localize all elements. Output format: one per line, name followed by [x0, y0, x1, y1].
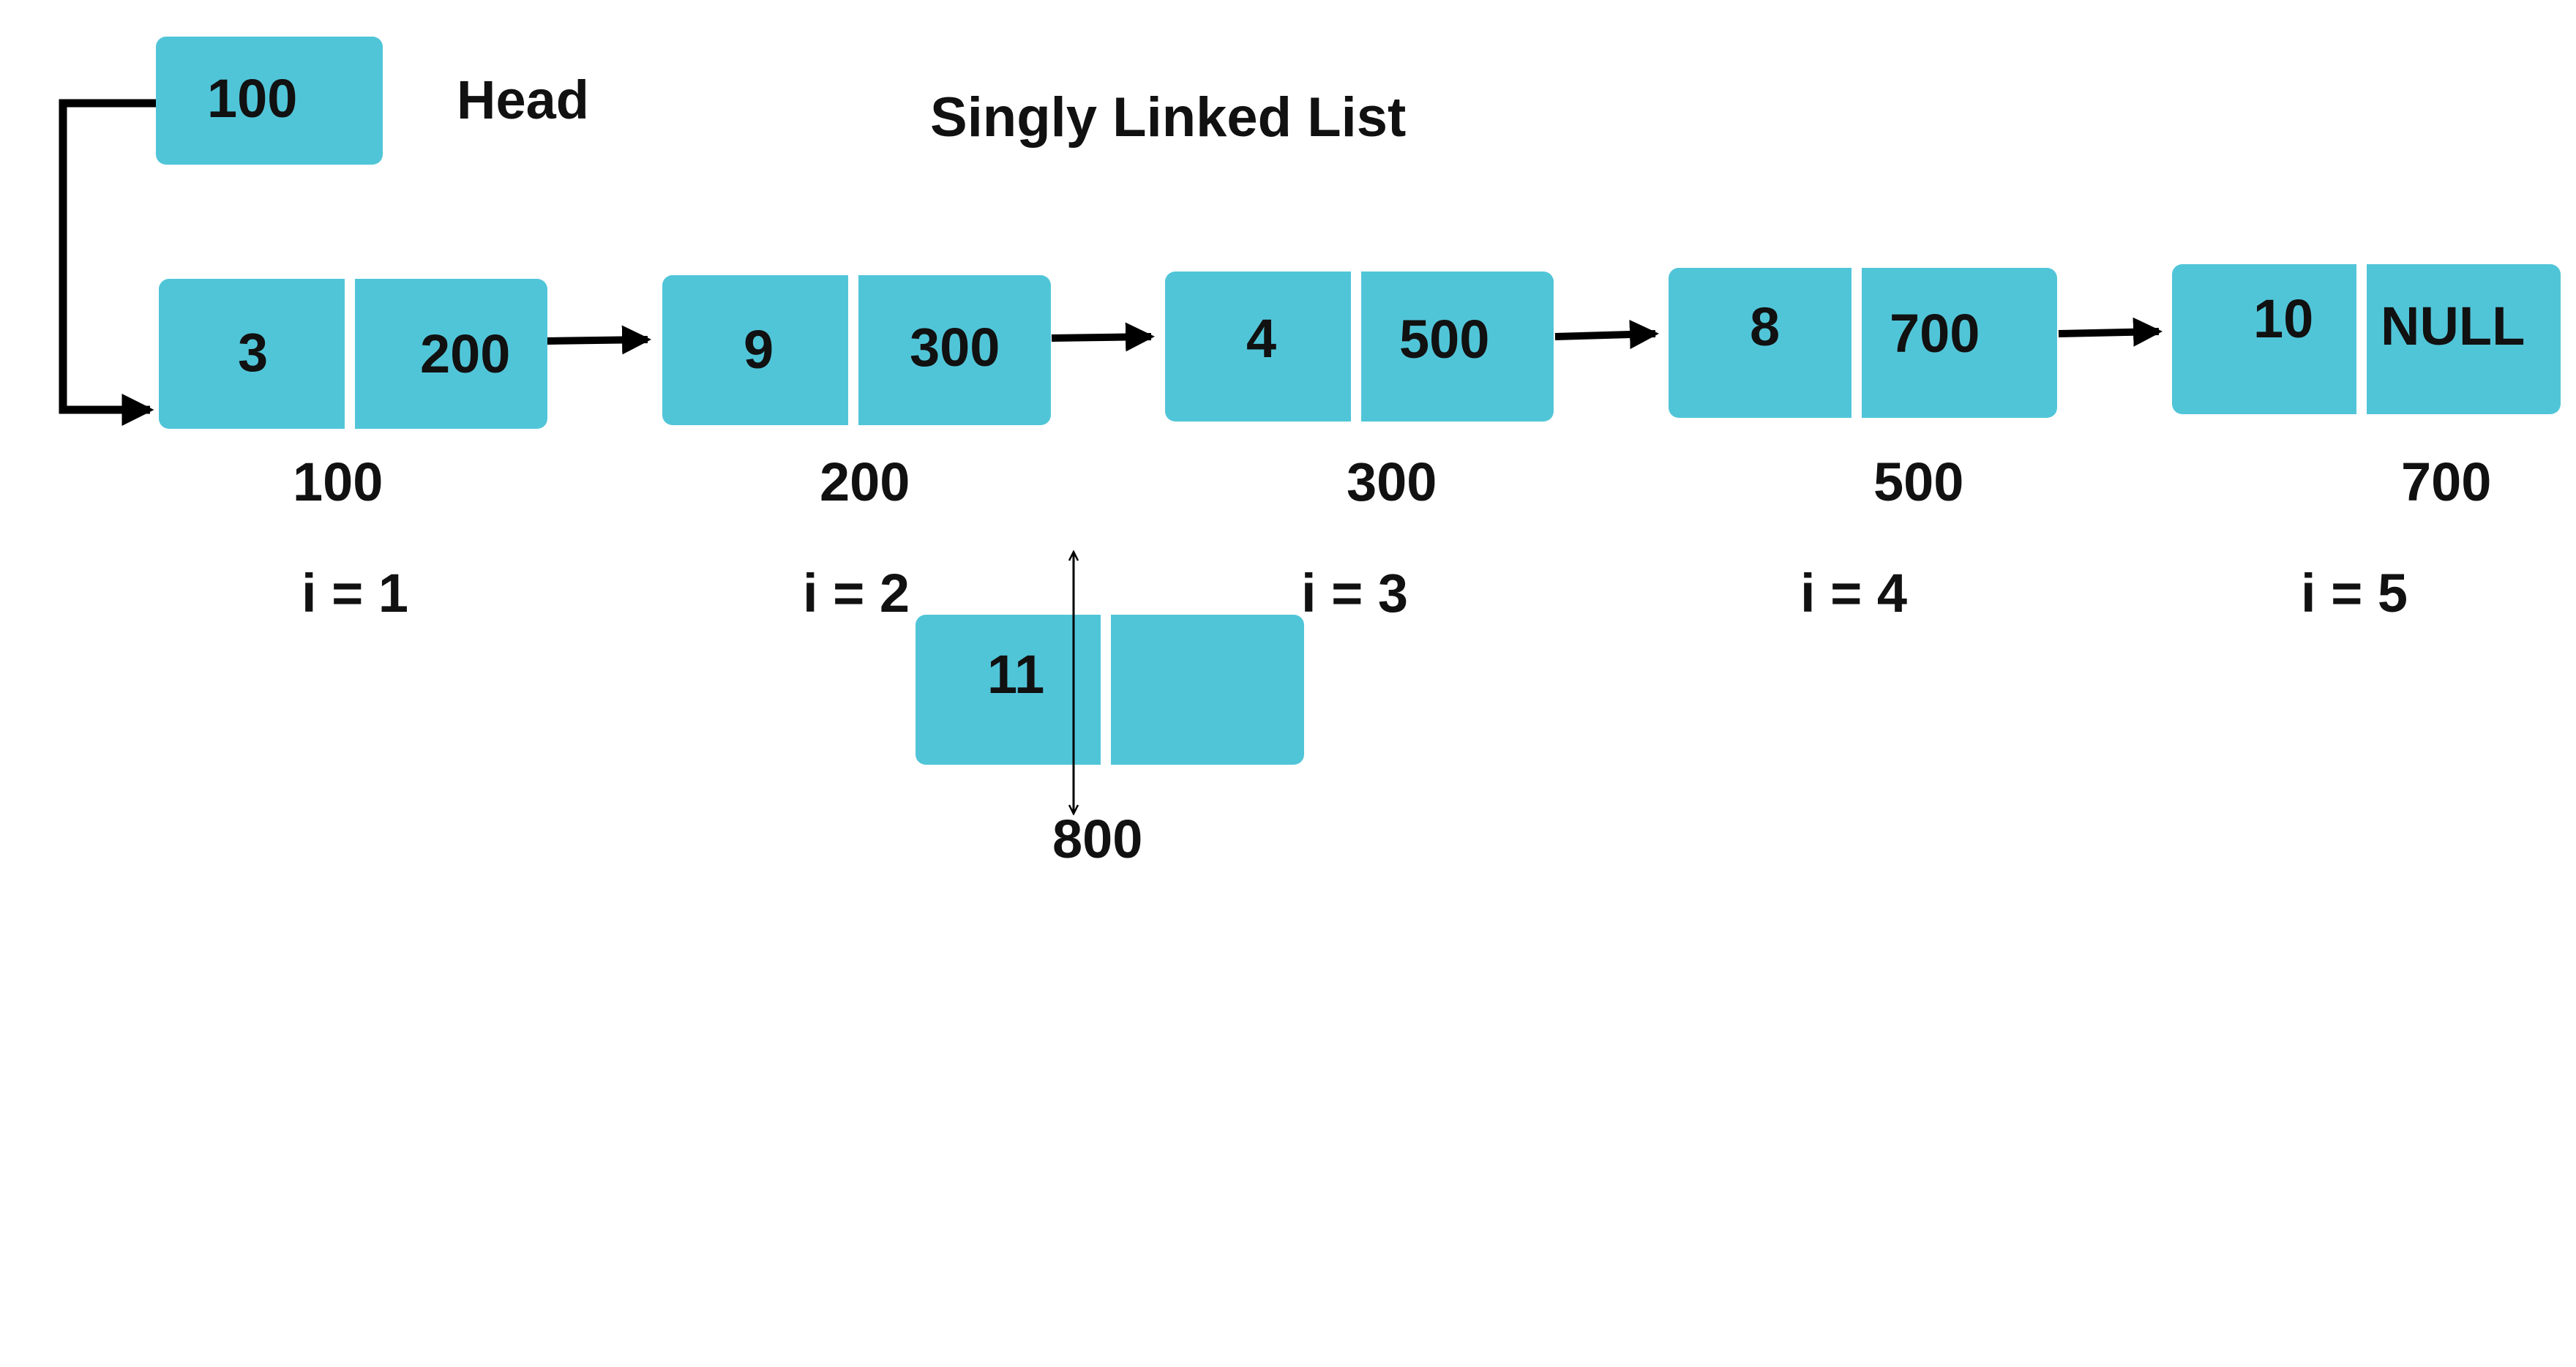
link-arrow-1-2 [547, 325, 651, 355]
node-3: 4 500 [1165, 271, 1554, 422]
node-3-data: 4 [1246, 308, 1277, 369]
node-4-address: 500 [1873, 452, 1964, 512]
new-node: 11 [916, 615, 1304, 765]
node-1-data: 3 [238, 322, 269, 383]
head-label: Head [457, 70, 589, 130]
node-1-next: 200 [420, 323, 511, 384]
head-pointer-arrow [59, 99, 156, 426]
diagram-title: Singly Linked List [930, 86, 1407, 149]
new-node-data: 11 [987, 644, 1045, 705]
node-4-data: 8 [1750, 296, 1781, 357]
head-pointer-box: 100 [156, 37, 383, 165]
node-2: 9 300 [662, 275, 1051, 425]
head-pointer-value: 100 [207, 68, 298, 129]
node-4: 8 700 [1669, 268, 2057, 418]
node-3-next: 500 [1399, 309, 1490, 370]
node-3-address: 300 [1347, 452, 1437, 512]
link-arrow-2-3 [1051, 322, 1155, 352]
new-node-separator [1101, 615, 1111, 765]
link-arrow-4-5 [2058, 317, 2163, 347]
node-5-data: 10 [2253, 288, 2314, 349]
node-2-data: 9 [744, 319, 774, 380]
link-arrow-3-4 [1554, 320, 1659, 350]
node-3-separator [1351, 271, 1361, 422]
node-5: 10 NULL [2172, 264, 2561, 414]
node-4-next: 700 [1890, 303, 1980, 364]
node-4-separator [1852, 268, 1862, 418]
node-5-separator [2356, 264, 2367, 414]
new-node-address: 800 [1052, 809, 1143, 869]
node-2-next: 300 [910, 317, 1000, 378]
node-1: 3 200 [159, 279, 547, 429]
node-1-separator [345, 279, 355, 429]
node-5-address: 700 [2401, 452, 2492, 512]
node-3-index: i = 3 [1301, 563, 1409, 623]
node-4-index: i = 4 [1800, 563, 1908, 623]
node-5-index: i = 5 [2301, 563, 2408, 623]
node-1-index: i = 1 [302, 563, 409, 623]
node-2-index: i = 2 [803, 563, 910, 623]
node-5-next: NULL [2381, 296, 2526, 356]
node-2-address: 200 [820, 452, 910, 512]
node-1-address: 100 [293, 452, 383, 512]
node-2-separator [848, 275, 858, 425]
